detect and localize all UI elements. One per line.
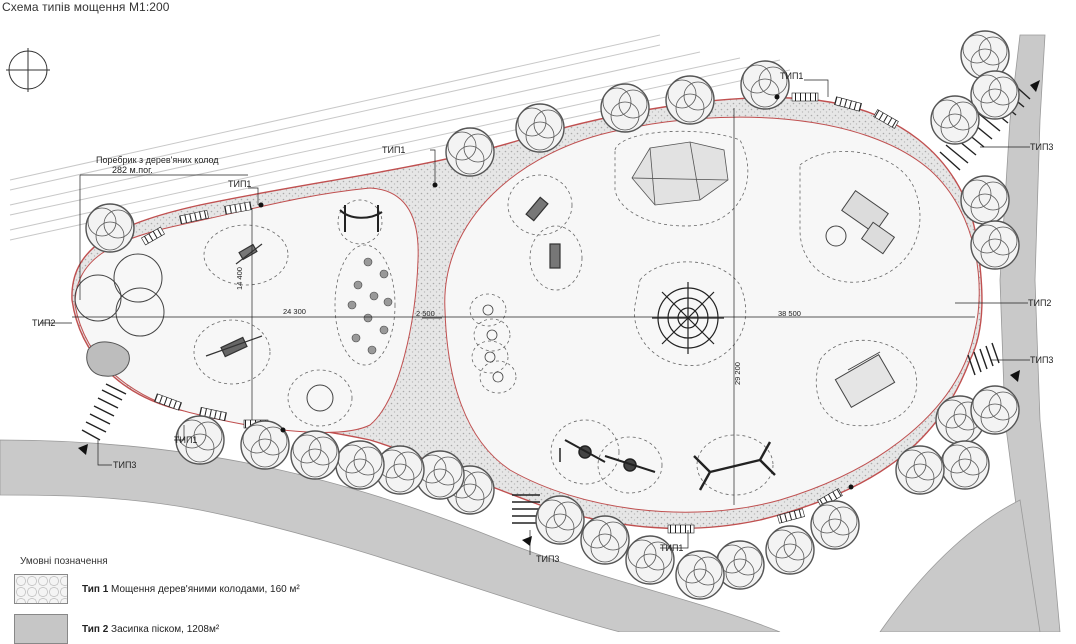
plan-title: Схема типів мощення М1:200 <box>2 0 170 14</box>
tree-icon <box>675 550 725 600</box>
compass-icon <box>6 48 50 92</box>
tree-icon <box>740 60 790 110</box>
slide-tower <box>825 190 896 255</box>
dimension-lines <box>72 108 975 505</box>
dim-left-width: 14 400 <box>235 267 244 290</box>
tip2-label-b: ТИП2 <box>32 318 55 328</box>
label-leaders <box>40 79 1030 555</box>
log-bridge <box>834 351 896 409</box>
tree-icon <box>960 30 1010 80</box>
tree-icon <box>960 175 1010 225</box>
tree-icon <box>765 525 815 575</box>
tree-icon <box>535 495 585 545</box>
legend-swatch-logs <box>14 574 68 604</box>
spring-rocker-2 <box>525 196 549 222</box>
climbing-net <box>631 141 729 206</box>
tip2-label-a: ТИП2 <box>1028 298 1051 308</box>
carousel-1 <box>559 439 606 463</box>
tip3-label-a: ТИП3 <box>1030 142 1053 152</box>
dim-right-length: 38 500 <box>778 309 801 318</box>
rock <box>86 341 130 377</box>
tree-icon <box>515 103 565 153</box>
tree-icon <box>445 127 495 177</box>
legend-swatch-sand <box>14 614 68 644</box>
tree-icon <box>240 420 290 470</box>
tip1-label-d: ТИП1 <box>174 435 197 445</box>
log-steps <box>81 80 1031 524</box>
border-label-line1: Поребрик з дерев'яних колод <box>96 155 219 165</box>
tree-icon <box>895 445 945 495</box>
tree-icon <box>970 70 1020 120</box>
legend-type1-name: Тип 1 <box>82 583 109 595</box>
tree-icon <box>930 95 980 145</box>
tip1-label-e: ТИП1 <box>660 543 683 553</box>
log-paving-segments <box>141 92 899 534</box>
sitting-circles <box>74 253 334 412</box>
tip1-label-c: ТИП1 <box>780 71 803 81</box>
road-bottom-right <box>879 499 1041 632</box>
tree-icon <box>665 75 715 125</box>
seesaw <box>205 335 263 358</box>
tip3-label-c: ТИП3 <box>113 460 136 470</box>
right-play-zone <box>444 116 980 513</box>
legend-type2-text: Засипка піском, 1208м² <box>111 623 220 635</box>
legend-item-type1: Тип 1 Мощення дерев'яними колодами, 160 … <box>14 574 300 604</box>
street-lines <box>9 34 791 241</box>
tree-icon <box>290 430 340 480</box>
dim-left-length: 24 300 <box>283 307 306 316</box>
road-right <box>999 34 1061 632</box>
border-label-line2: 282 м.пог. <box>112 165 153 175</box>
dim-right-width: 29 200 <box>733 362 742 385</box>
web-net <box>652 282 724 354</box>
spring-rocker-3 <box>549 243 561 269</box>
spring-rocker <box>235 243 263 265</box>
legend-title: Умовні позначення <box>20 556 108 567</box>
balance-beam <box>339 205 383 232</box>
face-tiles <box>482 304 504 383</box>
swing <box>693 441 776 491</box>
legend-type2-name: Тип 2 <box>82 623 109 635</box>
legend-item-type2: Тип 2 Засипка піском, 1208м² <box>14 614 219 644</box>
carousel-2 <box>604 455 656 473</box>
tree-icon <box>970 385 1020 435</box>
label-markers <box>78 80 1040 546</box>
tip3-label-d: ТИП3 <box>536 554 559 564</box>
tree-icon <box>600 83 650 133</box>
tree-icon <box>810 500 860 550</box>
tip3-label-b: ТИП3 <box>1030 355 1053 365</box>
legend-type1-text: Мощення дерев'яними колодами, 160 м² <box>111 583 300 595</box>
dim-gap: 2 500 <box>416 309 435 318</box>
trees <box>85 30 1020 600</box>
tree-icon <box>335 440 385 490</box>
tree-icon <box>85 203 135 253</box>
equipment-zones <box>193 130 921 496</box>
tree-icon <box>970 220 1020 270</box>
tip1-label-b: ТИП1 <box>228 179 251 189</box>
tip1-label-a: ТИП1 <box>382 145 405 155</box>
tree-icon <box>580 515 630 565</box>
tree-icon <box>940 440 990 490</box>
stepping-stones <box>347 257 393 355</box>
